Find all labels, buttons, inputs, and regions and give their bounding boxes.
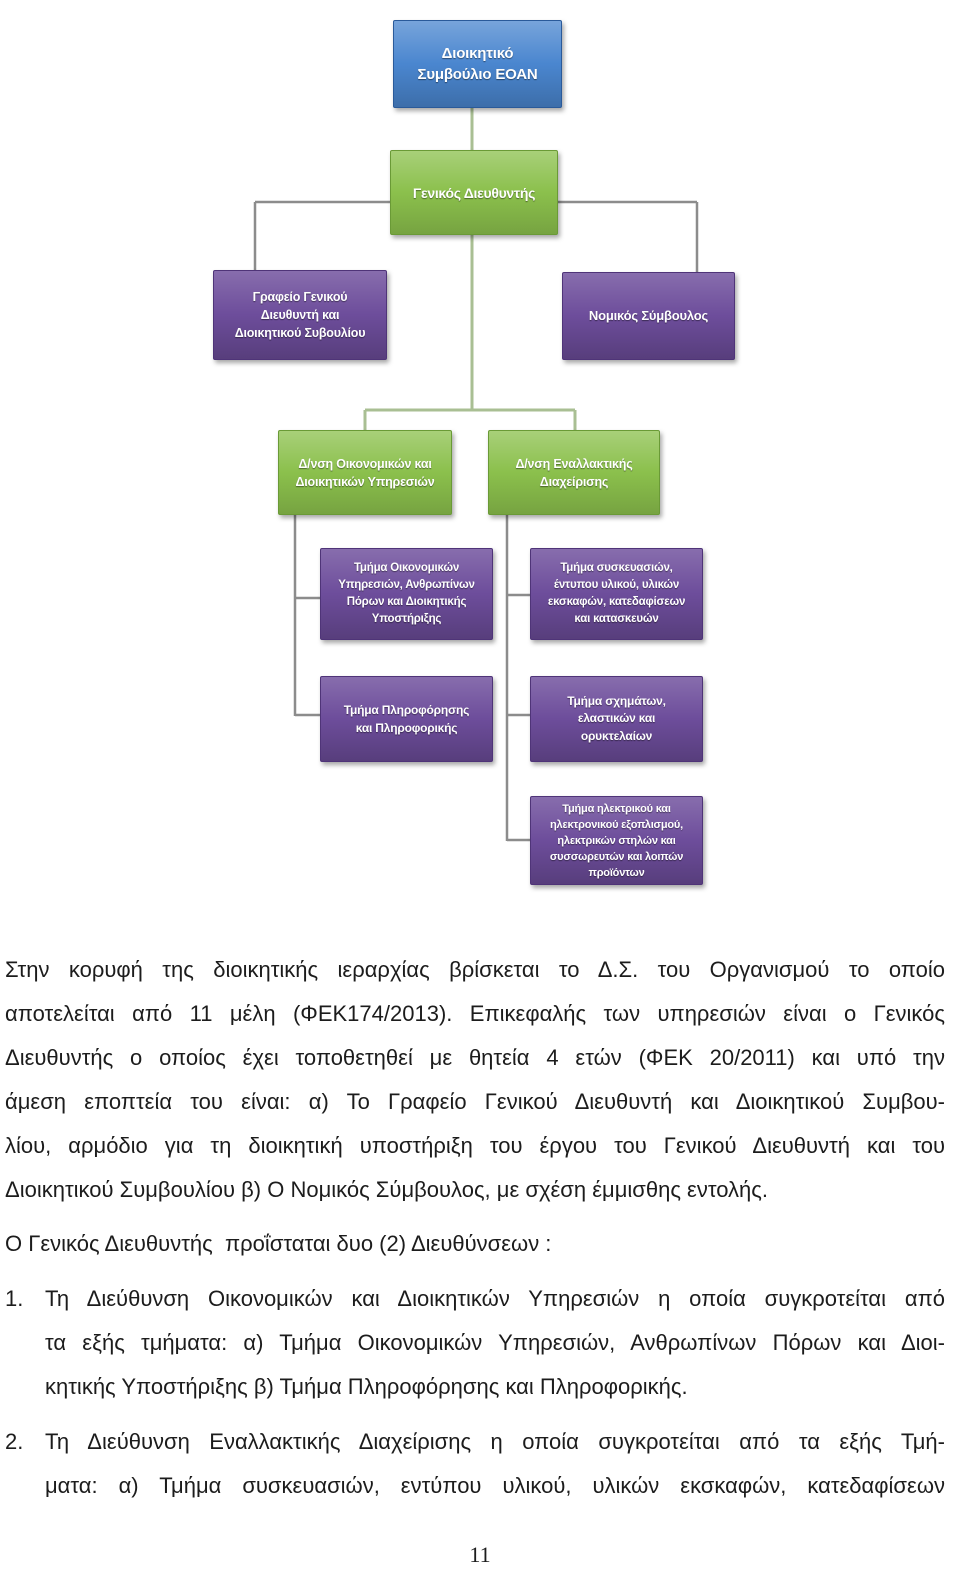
- board-box: Διοικητικό Συμβούλιο ΕΟΑΝ: [393, 20, 562, 108]
- box-label-line: ηλεκτρονικού εξοπλισμού,: [550, 818, 683, 831]
- text-line: αποτελείται από 11 μέλη (ΦΕΚ174/2013). Ε…: [5, 1001, 945, 1026]
- box-label-line: Διοικητικό: [441, 45, 514, 62]
- box-label-line: Πόρων και Διοικητικής: [346, 596, 467, 608]
- director-office-box: Γραφείο Γενικού Διευθυντή και Διοικητικο…: [213, 270, 387, 360]
- division-alternative-management-box: Δ/νση Εναλλακτικής Διαχείρισης: [488, 430, 660, 515]
- dept-information-it-box: Τμήμα Πληροφόρησης και Πληροφορικής: [320, 676, 493, 762]
- box-label-line: προϊόντων: [588, 866, 645, 879]
- box-label-line: Νομικός Σύμβουλος: [588, 308, 709, 323]
- box-label-line: Διευθυντή και: [260, 308, 340, 322]
- box-label-line: και κατασκευών: [574, 613, 659, 625]
- text-line: τα εξής τμήματα: α) Τμήμα Οικονομικών Υπ…: [45, 1330, 945, 1355]
- dept-packaging-box: Τμήμα συσκευασιών, έντυπου υλικού, υλικώ…: [530, 548, 703, 640]
- list-item: Τη Διεύθυνση Οικονομικών και Διοικητικών…: [45, 1277, 945, 1409]
- general-director-box: Γενικός Διευθυντής: [390, 150, 558, 235]
- text-line: ματα: α) Τμήμα συσκευασιών, εντύπου υλικ…: [45, 1473, 945, 1498]
- box-label-line: Δ/νση Οικονομικών και: [298, 456, 432, 471]
- text-line: Στην κορυφή της διοικητικής ιεραρχίας βρ…: [5, 957, 945, 982]
- box-label-line: Τμήμα Οικονομικών: [353, 562, 460, 574]
- dept-finance-hr-box: Τμήμα Οικονομικών Υπηρεσιών, Ανθρωπίνων …: [320, 548, 493, 640]
- paragraph-directorates-intro: Ο Γενικός Διευθυντής προΐσταται δυο (2) …: [5, 1222, 945, 1266]
- box-label-line: Γενικός Διευθυντής: [412, 184, 536, 201]
- list-item: Τη Διεύθυνση Εναλλακτικής Διαχείρισης η …: [45, 1420, 945, 1508]
- box-label-line: Υπηρεσιών, Ανθρωπίνων: [338, 579, 475, 591]
- text-line: Διευθυντής ο οποίος έχει τοποθετηθεί με …: [5, 1045, 945, 1070]
- list-number: 1.: [5, 1286, 24, 1311]
- text-line: λίου, αρμόδιο για τη διοικητική υποστήρι…: [5, 1133, 945, 1158]
- box-label-line: Τμήμα συσκευασιών,: [560, 562, 673, 574]
- box-label-line: Τμήμα ηλεκτρικού και: [562, 802, 671, 815]
- box-label-line: Διοικητικών Υπηρεσιών: [295, 474, 435, 489]
- box-label-line: ηλεκτρικών στηλών και: [557, 834, 676, 847]
- dept-electrical-box: Τμήμα ηλεκτρικού και ηλεκτρονικού εξοπλι…: [530, 796, 703, 885]
- box-label-line: ελαστικών και: [577, 711, 656, 726]
- dept-tyres-oils-box: Τμήμα σχημάτων, ελαστικών και ορυκτελαίω…: [530, 676, 703, 762]
- page-number: 11: [469, 1542, 491, 1567]
- box-label-line: Διοικητικού Συβουλίου: [234, 326, 366, 340]
- text-line: Ο Γενικός Διευθυντής προΐσταται δυο (2) …: [5, 1231, 552, 1256]
- division-finance-admin-box: Δ/νση Οικονομικών και Διοικητικών Υπηρεσ…: [278, 430, 452, 515]
- box-label-line: εκσκαφών, κατεδαφίσεων: [547, 596, 686, 608]
- box-label-line: Υποστήριξης: [371, 613, 442, 625]
- box-label-line: συσσωρευτών και λοιπών: [549, 850, 684, 863]
- box-label-line: ορυκτελαίων: [580, 728, 653, 743]
- text-line: κητικής Υποστήριξης β) Τμήμα Πληροφόρηση…: [45, 1374, 688, 1399]
- paragraph-hierarchy: Στην κορυφή της διοικητικής ιεραρχίας βρ…: [5, 948, 945, 1212]
- box-label-line: και Πληροφορικής: [355, 721, 458, 735]
- text-line: άμεση εποπτεία του είναι: α) Το Γραφείο …: [5, 1089, 945, 1114]
- box-label-line: Τμήμα σχημάτων,: [567, 693, 666, 708]
- list-number: 2.: [5, 1429, 24, 1454]
- legal-advisor-box: Νομικός Σύμβουλος: [562, 272, 735, 360]
- box-label-line: Δ/νση Εναλλακτικής: [515, 456, 633, 471]
- box-label-line: Διαχείρισης: [539, 474, 609, 489]
- org-chart-connectors: [253, 108, 699, 842]
- text-line: Τη Διεύθυνση Εναλλακτικής Διαχείρισης η …: [45, 1429, 945, 1454]
- box-label-line: έντυπου υλικού, υλικών: [553, 579, 680, 591]
- text-line: Διοικητικού Συμβουλίου β) Ο Νομικός Σύμβ…: [5, 1177, 768, 1202]
- box-label-line: Τμήμα Πληροφόρησης: [343, 703, 470, 717]
- text-line: Τη Διεύθυνση Οικονομικών και Διοικητικών…: [45, 1286, 945, 1311]
- box-label-line: Γραφείο Γενικού: [252, 290, 348, 304]
- box-label-line: Συμβούλιο ΕΟΑΝ: [417, 66, 538, 83]
